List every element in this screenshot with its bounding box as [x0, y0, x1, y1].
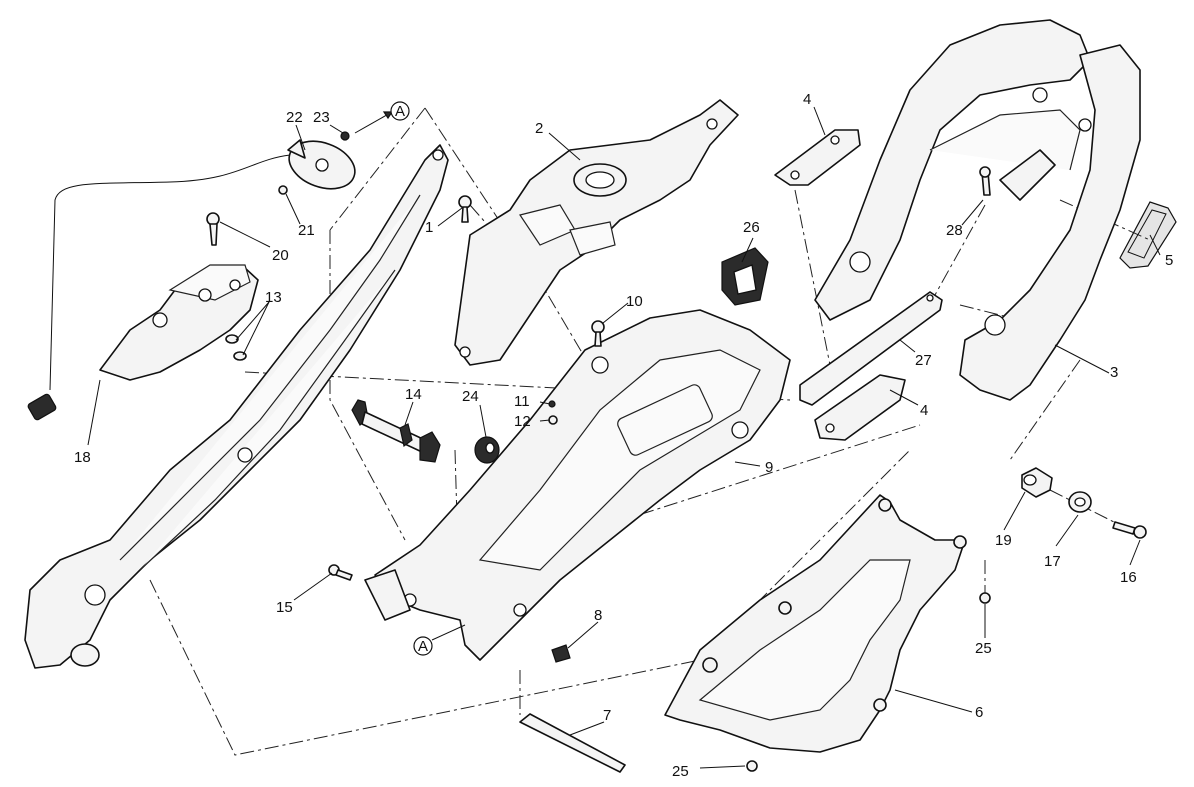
leader-lines — [87, 106, 1161, 769]
label-4-top: 4 — [803, 91, 811, 108]
label-28: 28 — [946, 222, 963, 239]
label-18: 18 — [74, 449, 91, 466]
part-8-clip — [551, 644, 571, 663]
part-4-bracket-top — [774, 129, 861, 186]
label-4-bottom: 4 — [920, 402, 928, 419]
screw-15 — [328, 564, 353, 581]
label-25-bottom: 25 — [672, 763, 689, 780]
part-2-upper-cover — [454, 99, 739, 366]
label-11: 11 — [514, 393, 530, 410]
nut-12 — [548, 415, 558, 425]
screw-28 — [979, 166, 991, 196]
part-26-clip — [721, 247, 769, 306]
screw-23 — [340, 131, 350, 141]
label-24: 24 — [462, 388, 479, 405]
part-7-pin — [519, 713, 626, 773]
screw-21 — [278, 185, 288, 195]
reference-a-bottom: A — [413, 624, 466, 656]
ref-a-bottom-text: A — [418, 638, 428, 655]
part-24-grommet — [474, 436, 500, 464]
left-frame-rail — [24, 144, 449, 669]
screw-10 — [591, 320, 605, 347]
label-17: 17 — [1044, 553, 1061, 570]
label-6: 6 — [975, 704, 983, 721]
label-25-right: 25 — [975, 640, 992, 657]
label-9: 9 — [765, 459, 773, 476]
part-9-tail-tray — [364, 309, 791, 661]
part-27-bar — [799, 291, 943, 406]
label-3: 3 — [1110, 364, 1118, 381]
label-7: 7 — [603, 707, 611, 724]
label-20: 20 — [272, 247, 289, 264]
nut-25-bottom — [746, 760, 758, 772]
screw-1 — [458, 195, 472, 223]
part-17-washer — [1068, 491, 1092, 513]
part-22-sensor-disc — [287, 139, 356, 190]
callout-labels: 1 2 3 4 4 5 6 7 8 9 10 11 12 13 14 15 16… — [74, 91, 1173, 780]
label-14: 14 — [405, 386, 422, 403]
label-5: 5 — [1165, 252, 1173, 269]
label-15: 15 — [276, 599, 293, 616]
part-18-sensor-bracket — [27, 154, 291, 421]
ref-a-top-text: A — [395, 103, 405, 120]
part-6-lower-cover — [664, 494, 967, 753]
part-4-bracket-bottom — [814, 374, 906, 441]
part-5-rubber-strap — [1119, 201, 1177, 269]
reference-a-top: A — [354, 101, 410, 134]
part-19-spacer — [1021, 467, 1053, 498]
part-3-rear-subframe — [814, 19, 1141, 401]
part-14-damper — [351, 399, 441, 463]
label-19: 19 — [995, 532, 1012, 549]
label-13: 13 — [265, 289, 282, 306]
label-26: 26 — [743, 219, 760, 236]
label-23: 23 — [313, 109, 330, 126]
washers-13 — [225, 334, 247, 361]
nut-25-right — [979, 592, 991, 604]
label-21: 21 — [298, 222, 315, 239]
label-8: 8 — [594, 607, 602, 624]
label-12: 12 — [514, 413, 531, 430]
label-22: 22 — [286, 109, 303, 126]
screw-20 — [206, 212, 220, 246]
label-1: 1 — [425, 219, 433, 236]
part-16-bolt — [1112, 521, 1147, 539]
label-10: 10 — [626, 293, 643, 310]
label-2: 2 — [535, 120, 543, 137]
label-16: 16 — [1120, 569, 1137, 586]
label-27: 27 — [915, 352, 932, 369]
